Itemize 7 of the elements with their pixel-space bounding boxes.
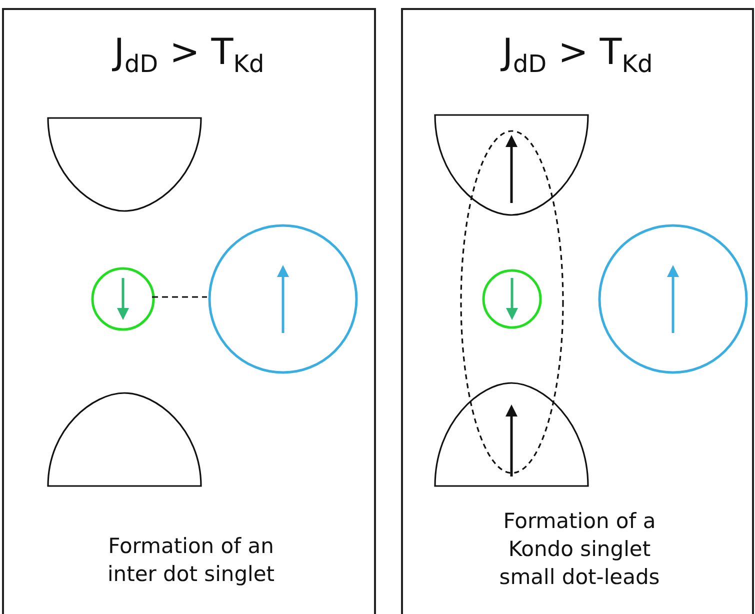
connector-line <box>152 296 207 298</box>
panel-frame <box>401 8 754 614</box>
panel-caption: Formation of a Kondo singlet small dot-leads <box>498 508 661 591</box>
panel-caption: Formation of an inter dot singlet <box>106 533 276 588</box>
panel-title: J$_{dD}$ > T$_{Kd}$ <box>111 32 266 78</box>
panel-frame <box>2 8 376 614</box>
panel-title: J$_{dD}$ > T$_{Kd}$ <box>500 32 654 78</box>
